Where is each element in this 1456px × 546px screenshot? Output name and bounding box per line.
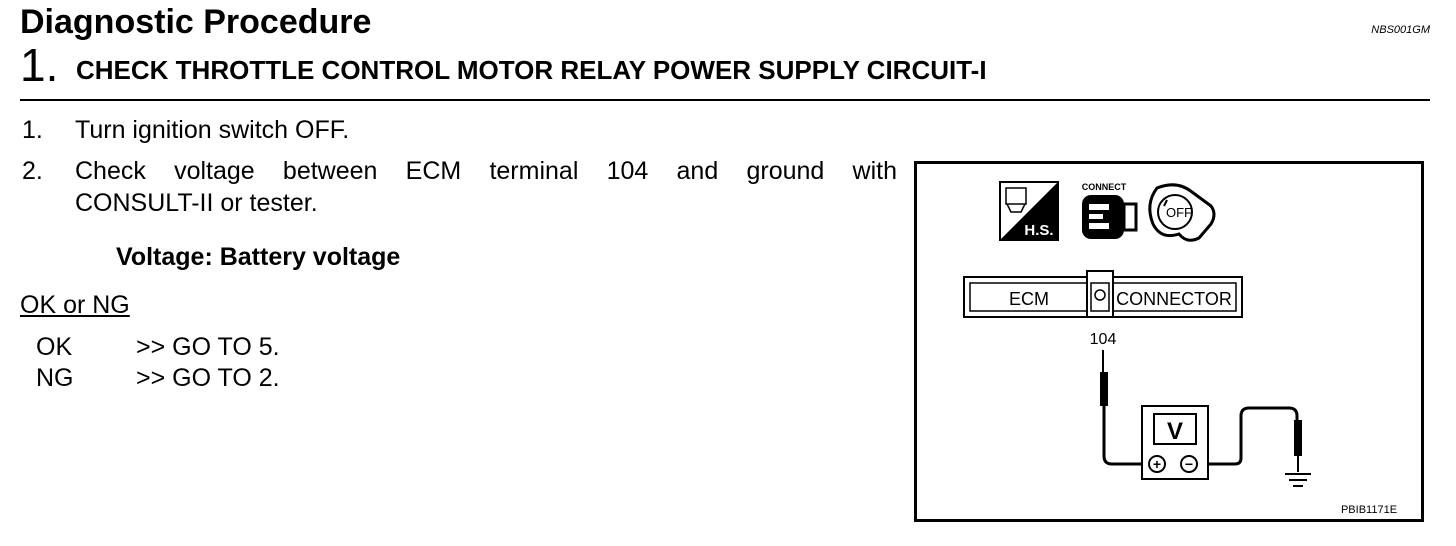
meter-label: V	[1167, 418, 1183, 445]
hs-label: H.S.	[1024, 222, 1053, 239]
connect-icon: CONNECT	[1082, 182, 1138, 239]
page-title: Diagnostic Procedure	[20, 3, 372, 41]
voltage-spec: Voltage: Battery voltage	[116, 243, 401, 271]
plus-symbol: +	[1153, 456, 1161, 472]
voltmeter: V + −	[1141, 405, 1209, 480]
ecm-label: ECM	[1009, 289, 1049, 309]
result-action-ok: >> GO TO 5.	[136, 333, 280, 361]
ground-icon	[1285, 473, 1311, 487]
instruction-text-continued: CONSULT-II or tester.	[75, 189, 318, 217]
result-heading: OK or NG	[20, 291, 132, 320]
result-label-ng: NG	[36, 364, 74, 392]
terminal-label: 104	[1090, 331, 1117, 348]
positive-probe	[1100, 372, 1108, 406]
result-action-ng: >> GO TO 2.	[136, 364, 280, 392]
minus-terminal-icon	[1180, 455, 1198, 473]
figure-code: PBIB1171E	[1341, 504, 1397, 516]
wiring-figure: H.S. CONNECT OFF ECM CONNECTOR	[914, 161, 1424, 522]
off-label: OFF	[1166, 205, 1192, 220]
instruction-text: Turn ignition switch OFF.	[75, 116, 350, 144]
negative-probe	[1294, 420, 1302, 456]
instruction-number: 2.	[22, 157, 43, 185]
connector-label: CONNECTOR	[1116, 289, 1232, 309]
hs-icon: H.S.	[999, 181, 1059, 241]
section-divider	[20, 99, 1430, 101]
plus-terminal-icon	[1148, 455, 1166, 473]
minus-symbol: −	[1185, 456, 1193, 472]
ignition-off-icon: OFF	[1148, 183, 1216, 242]
result-heading-text: OK or NG	[20, 291, 130, 319]
reference-code: NBS001GM	[1371, 24, 1430, 36]
connect-label: CONNECT	[1082, 182, 1127, 192]
instruction-number: 1.	[22, 116, 43, 144]
result-label-ok: OK	[36, 333, 73, 361]
step-title: CHECK THROTTLE CONTROL MOTOR RELAY POWER…	[76, 55, 987, 85]
ecm-connector: ECM CONNECTOR	[963, 270, 1243, 318]
instruction-text: Check voltage between ECM terminal 104 a…	[75, 157, 897, 185]
step-number: 1.	[20, 39, 59, 91]
